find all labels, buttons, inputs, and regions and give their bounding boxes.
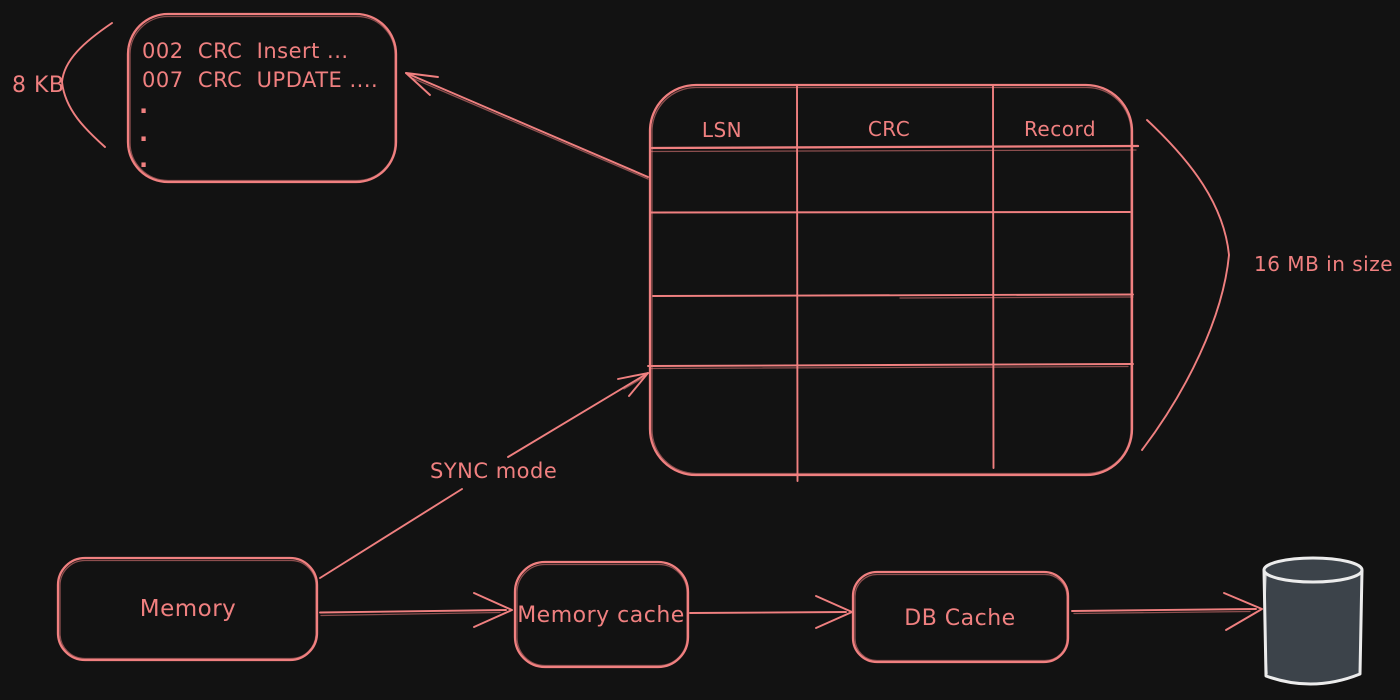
wal-page-box: 002 CRC Insert ... 007 CRC UPDATE .... .… [126,12,398,184]
arrowhead-icon [1223,592,1263,631]
wal-page-outline [126,12,398,184]
sync-mode-label: SYNC mode [430,459,557,483]
database-stroke-echo [1264,573,1268,675]
table-row-line-echo [649,365,1129,370]
wal-table: LSN CRC Record [647,83,1140,482]
memory-label: Memory [140,596,237,622]
page-size-label: 8 KB [12,73,65,98]
wal-page-line: 002 CRC Insert ... [142,39,349,63]
memory-cache-label: Memory cache [517,603,685,628]
arrowhead-icon [405,72,439,96]
memory-cache-box: Memory cache [513,560,690,669]
arrow-line [405,72,649,178]
brace-right-icon [1141,119,1230,451]
arrow-line [319,488,463,579]
table-column-line [796,84,799,482]
arrow-line-echo [1073,610,1251,615]
table-to-page-arrow [405,72,649,180]
wal-page-outline-echo [129,15,396,182]
wal-page-ellipsis-dot: . [139,91,149,119]
db-cache-label: DB Cache [904,606,1015,631]
table-header-crc: CRC [868,117,910,141]
arrow-line [689,611,847,614]
db-cache-outline [851,570,1070,664]
table-header-lsn: LSN [702,118,742,142]
table-header-record: Record [1024,117,1096,141]
page-size-annotation: 8 KB [12,22,113,148]
table-row-line [649,211,1131,214]
arrow-line-echo [411,77,649,180]
db-cache-outline-echo [854,573,1068,662]
memory-to-cache-arrow [319,592,513,628]
cache-to-db-cache-arrow [689,595,853,629]
arrow-line [507,372,649,458]
table-size-annotation: 16 MB in size [1141,119,1393,451]
arrow-line-echo [320,611,501,617]
arrowhead-icon [815,595,853,629]
arrowhead-icon [473,592,513,628]
table-row-line-echo [899,296,1134,299]
table-size-label: 16 MB in size [1254,252,1393,276]
table-header-line-echo [649,149,1137,153]
database-top [1262,556,1364,584]
sync-mode-arrow: SYNC mode [319,372,649,579]
db-cache-box: DB Cache [851,570,1070,664]
arrowhead-echo [623,375,647,390]
wal-table-outline [648,83,1134,477]
memory-box: Memory [56,556,319,662]
wal-page-line: 007 CRC UPDATE .... [142,68,378,92]
brace-left-icon [61,22,113,148]
table-row-line [647,363,1134,367]
memory-outline-echo [59,559,317,660]
arrow-line [319,609,507,614]
table-column-line [992,85,995,469]
table-header-line [650,144,1140,150]
memory-outline [56,556,319,662]
memory-cache-outline-echo [516,563,688,667]
wal-table-outline-echo [651,86,1132,475]
db-cache-to-database-arrow [1071,592,1263,631]
wal-page-ellipsis-dot: . [139,145,149,173]
wal-page-ellipsis-dot: . [139,119,149,147]
database-cylinder-icon [1262,556,1364,686]
table-row-line [652,293,1134,297]
database-body [1262,569,1364,686]
memory-cache-outline [513,560,690,669]
arrow-line [1071,608,1257,612]
